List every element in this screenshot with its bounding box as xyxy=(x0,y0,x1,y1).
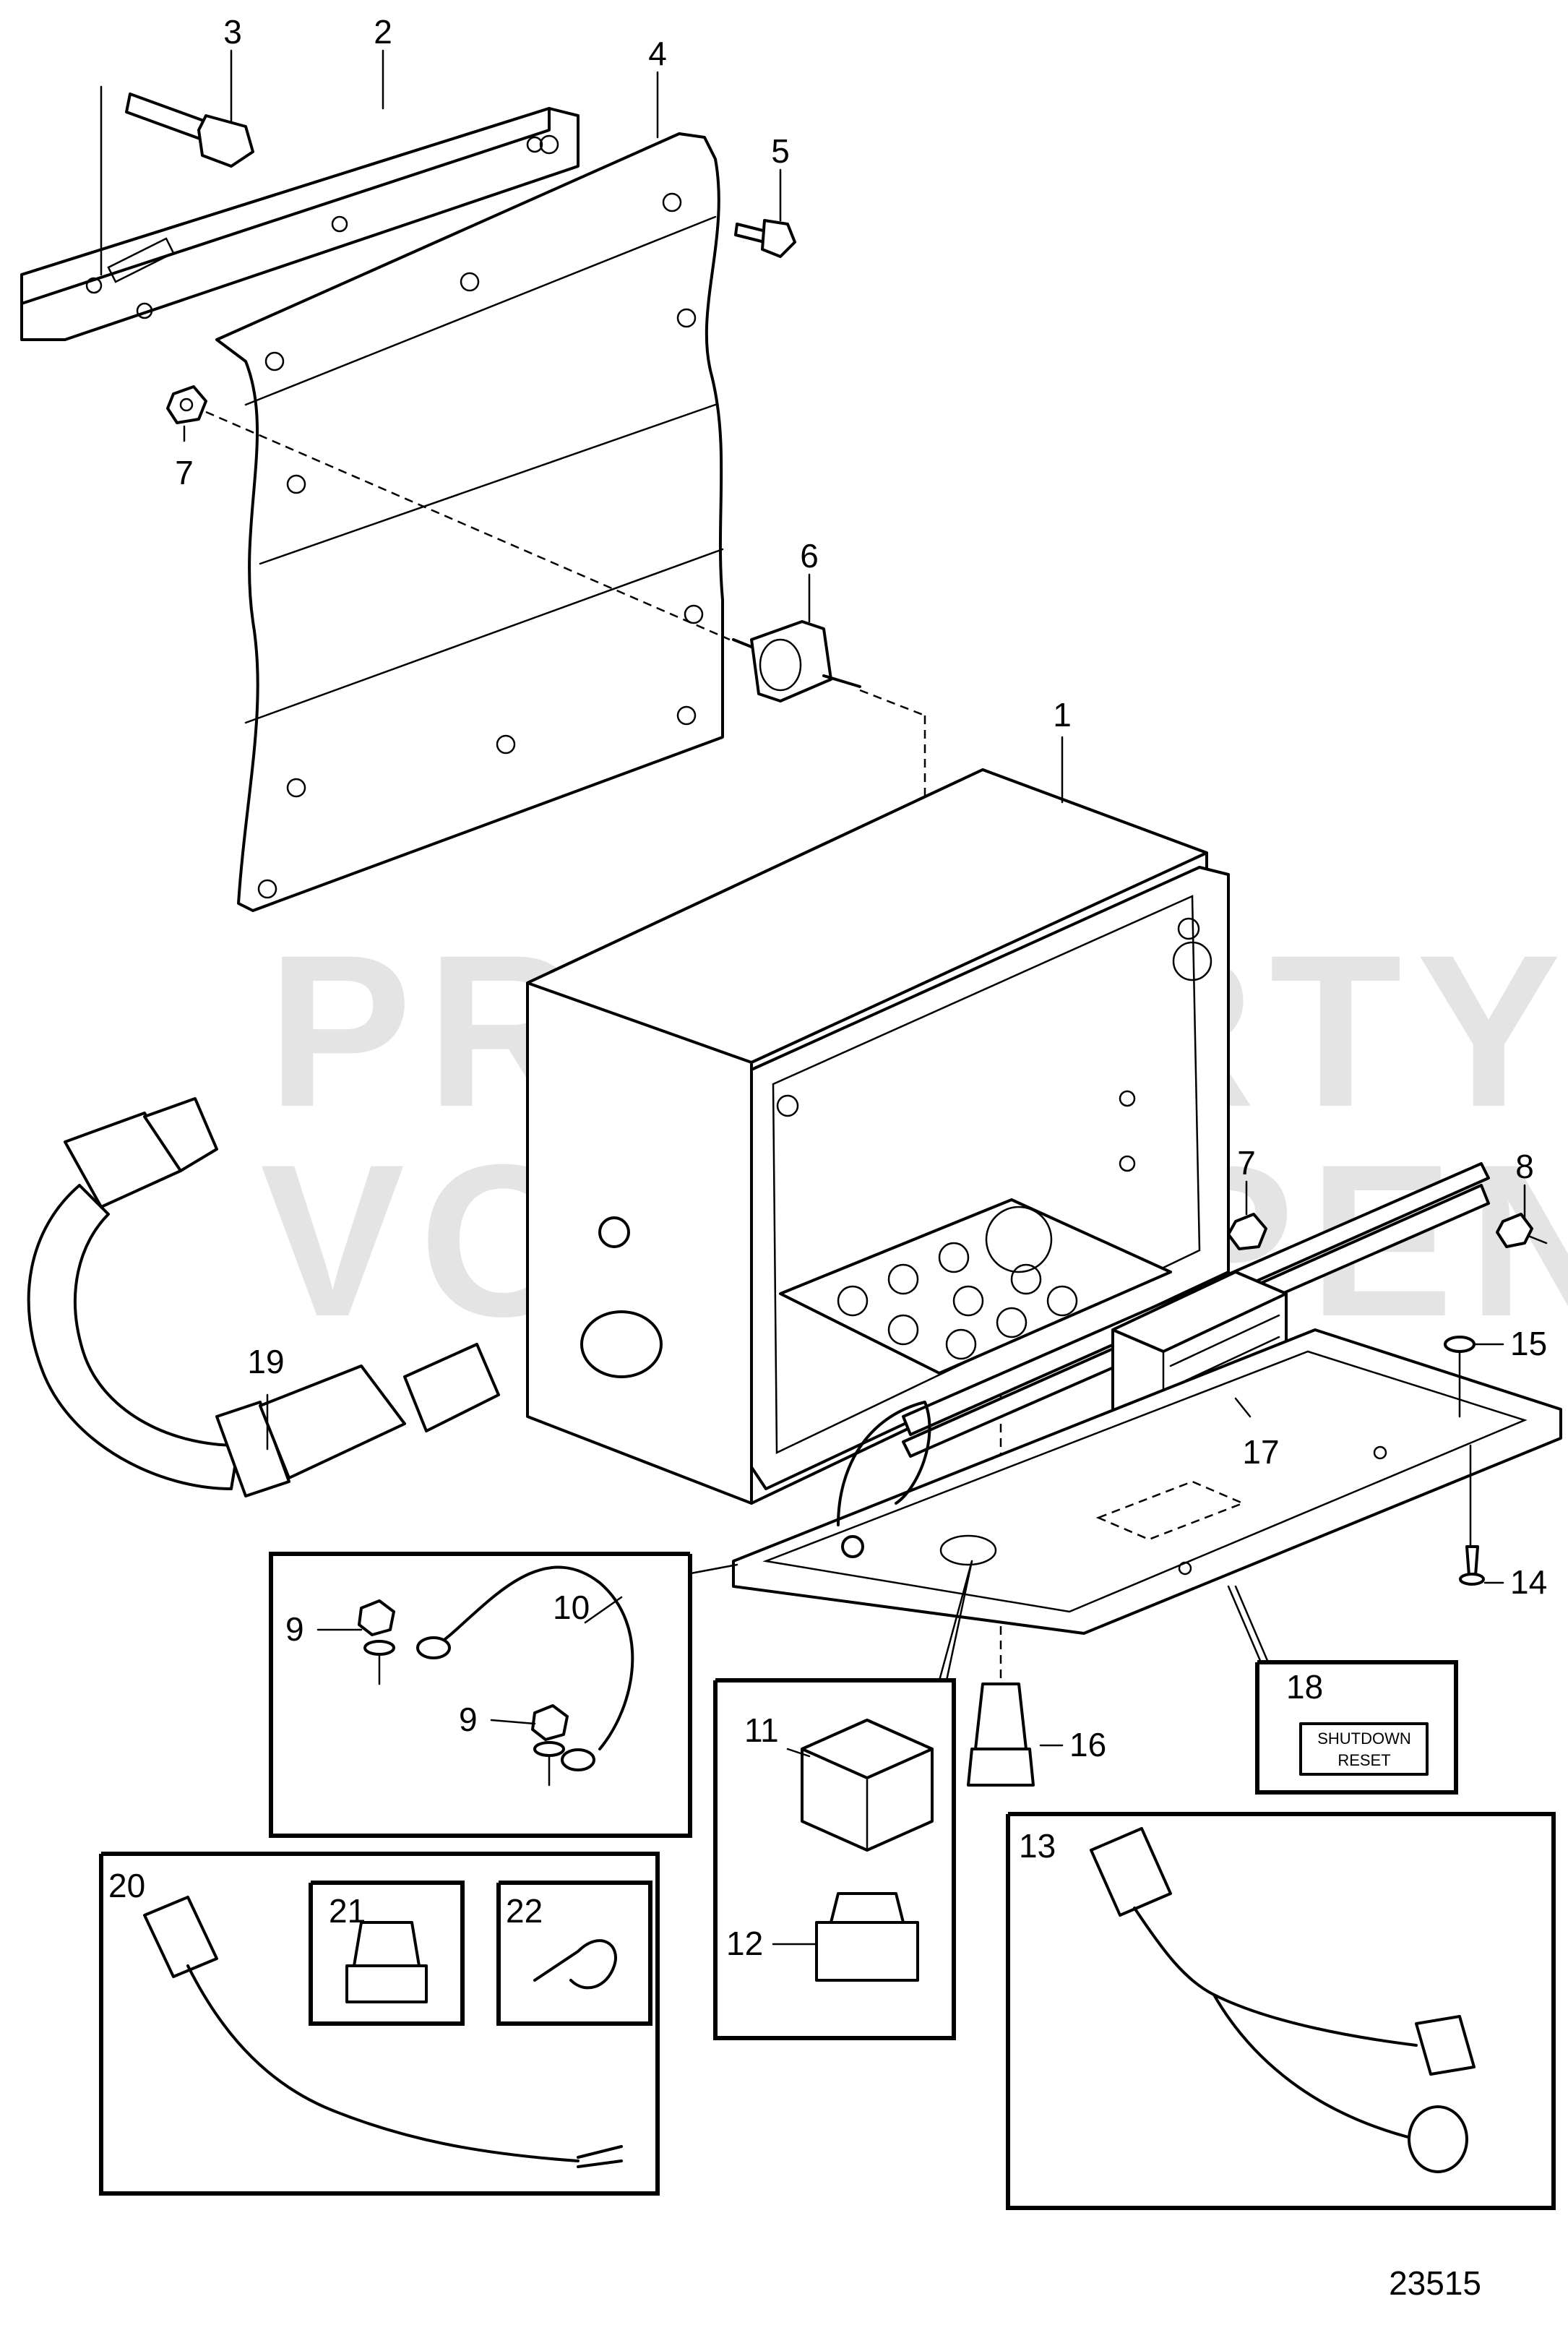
figure-number: 23515 xyxy=(1389,2264,1481,2302)
screw-part-14 xyxy=(1459,1444,1485,1586)
callout-15: 15 xyxy=(1510,1325,1547,1362)
inset-ground-strap xyxy=(269,1552,738,1838)
callout-16: 16 xyxy=(1069,1726,1106,1763)
enclosure-lid xyxy=(732,1328,1562,1635)
nut-part-7-rail xyxy=(1227,1213,1267,1250)
bracket-plate-part-4 xyxy=(215,132,724,912)
callout-19: 19 xyxy=(247,1343,284,1380)
callout-9-a: 9 xyxy=(285,1610,304,1648)
callout-9-b: 9 xyxy=(459,1701,478,1738)
callout-21: 21 xyxy=(329,1892,366,1930)
inset-harness-accessories xyxy=(99,1852,660,2196)
conduit-hose-part-19 xyxy=(27,1097,500,1497)
inset-y-harness xyxy=(1006,1812,1556,2210)
callout-20: 20 xyxy=(108,1867,145,1904)
inset-decal: SHUTDOWN RESET xyxy=(1227,1585,1458,1795)
mounting-rail-part-2 xyxy=(20,107,580,341)
callout-14: 14 xyxy=(1510,1563,1547,1601)
callout-4: 4 xyxy=(648,35,667,72)
decal-line1: SHUTDOWN xyxy=(1317,1729,1411,1748)
callout-1: 1 xyxy=(1053,696,1072,734)
inset-switch xyxy=(713,1560,973,2040)
cable-gland-part-16 xyxy=(967,1682,1035,1787)
callout-7-rail: 7 xyxy=(1237,1144,1256,1182)
callout-7-top: 7 xyxy=(175,454,194,491)
nut-part-7-top xyxy=(166,385,207,424)
ground-wire-box xyxy=(837,1401,931,1558)
callout-3: 3 xyxy=(223,13,242,51)
callout-labels: 3 2 4 5 7 6 1 7 8 15 17 14 19 16 18 9 9 … xyxy=(108,13,1547,1962)
callout-17: 17 xyxy=(1242,1433,1279,1471)
callout-6: 6 xyxy=(800,537,819,575)
decal-line2: RESET xyxy=(1337,1751,1390,1769)
callout-10: 10 xyxy=(553,1589,590,1626)
callout-18: 18 xyxy=(1286,1668,1323,1706)
mounting-plate-holes xyxy=(779,1198,1172,1375)
leader-lines xyxy=(183,49,1526,1946)
bolt-part-3 xyxy=(100,85,254,276)
callout-11: 11 xyxy=(744,1711,779,1749)
callout-2: 2 xyxy=(374,13,392,51)
callout-13: 13 xyxy=(1019,1827,1056,1865)
spacer-part-6 xyxy=(732,620,861,702)
callout-22: 22 xyxy=(506,1892,543,1930)
callout-5: 5 xyxy=(771,132,790,170)
screw-part-5 xyxy=(734,219,796,258)
callout-12: 12 xyxy=(726,1925,763,1962)
callout-8: 8 xyxy=(1515,1148,1534,1185)
